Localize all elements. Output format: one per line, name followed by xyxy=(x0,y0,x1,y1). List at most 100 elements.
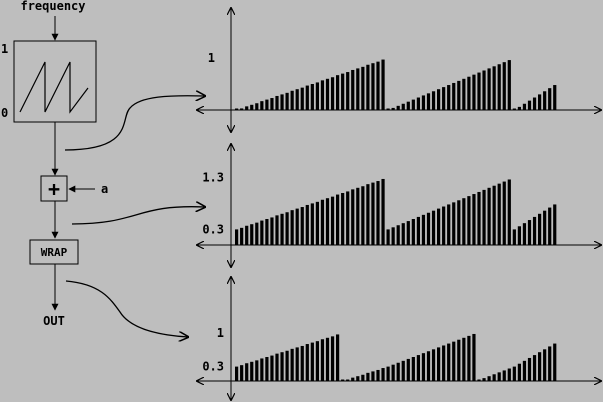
bar xyxy=(371,182,375,245)
bar xyxy=(517,226,521,245)
bar xyxy=(553,85,557,110)
bar xyxy=(452,202,456,245)
bar xyxy=(548,207,552,245)
bar xyxy=(507,179,511,245)
frequency-label: frequency xyxy=(20,0,85,13)
sawtooth-icon xyxy=(19,61,89,114)
bar xyxy=(386,108,390,110)
bar xyxy=(235,366,239,381)
bar xyxy=(517,106,521,110)
oscillator-min-label: 0 xyxy=(1,106,8,120)
bar xyxy=(492,66,496,110)
bar xyxy=(442,206,446,245)
bar xyxy=(265,357,269,381)
plot-after-adding-a: 1.30.3 xyxy=(197,144,601,267)
bar xyxy=(366,372,370,381)
plus-icon: + xyxy=(48,177,60,201)
bar xyxy=(346,72,350,110)
bar xyxy=(442,87,446,110)
bar xyxy=(275,215,279,245)
bar xyxy=(527,220,532,245)
bar xyxy=(401,360,405,381)
bar xyxy=(336,334,340,381)
bar xyxy=(336,75,340,110)
bar xyxy=(502,370,506,381)
bar xyxy=(452,82,456,110)
bar xyxy=(472,333,476,381)
bar xyxy=(255,222,259,245)
bar xyxy=(260,220,264,245)
bar xyxy=(280,213,284,245)
bar xyxy=(245,363,249,381)
bar xyxy=(457,200,461,245)
bar xyxy=(356,68,360,110)
bar xyxy=(290,348,294,381)
bar xyxy=(300,207,304,245)
bar xyxy=(512,229,516,245)
bar xyxy=(245,106,249,110)
bar xyxy=(295,347,299,381)
bar xyxy=(416,97,420,110)
bar xyxy=(265,219,269,245)
adder-input-label: a xyxy=(101,182,108,196)
bar xyxy=(361,66,365,110)
bar xyxy=(411,99,415,110)
bar xyxy=(421,214,426,245)
bar xyxy=(310,84,314,110)
bar xyxy=(361,374,365,381)
bar xyxy=(431,91,436,110)
bar xyxy=(538,352,542,381)
bar xyxy=(270,98,274,110)
bar xyxy=(472,194,476,245)
bar xyxy=(376,61,380,110)
bar xyxy=(240,365,244,381)
bar xyxy=(270,217,274,245)
bar xyxy=(462,337,466,381)
bar xyxy=(512,366,516,381)
bar xyxy=(250,104,254,110)
wrap-box xyxy=(29,239,79,265)
bar xyxy=(538,213,542,245)
bar xyxy=(502,62,506,110)
bar xyxy=(426,93,431,110)
bar xyxy=(290,90,294,110)
bar xyxy=(431,210,436,245)
bar xyxy=(245,225,249,245)
bar xyxy=(280,352,284,381)
bar xyxy=(381,59,385,110)
bar xyxy=(396,362,400,381)
bar xyxy=(421,353,426,381)
bar xyxy=(487,376,491,381)
y-tick-label: 0.3 xyxy=(202,360,224,374)
bar xyxy=(497,183,501,245)
bar xyxy=(285,212,289,245)
bar xyxy=(341,193,345,245)
bar xyxy=(250,361,254,381)
output-label: OUT xyxy=(43,314,65,328)
bar xyxy=(320,199,325,245)
y-tick-label: 1.3 xyxy=(202,170,224,184)
bar xyxy=(477,72,481,110)
connector-oscillator-to-plot1 xyxy=(64,96,205,151)
bar xyxy=(275,353,279,381)
bar xyxy=(426,212,431,245)
bar xyxy=(255,103,259,110)
bar xyxy=(437,208,441,245)
bar xyxy=(305,85,309,110)
bar xyxy=(265,99,269,110)
bar xyxy=(522,360,527,381)
bar xyxy=(371,63,375,110)
connector-wrap-to-plot3 xyxy=(65,280,188,337)
bar xyxy=(512,108,516,110)
bar xyxy=(235,229,239,245)
bar xyxy=(376,181,380,245)
bar xyxy=(492,374,496,381)
bar xyxy=(543,91,547,110)
bar xyxy=(310,203,314,245)
bar xyxy=(260,101,264,110)
bar xyxy=(522,223,527,245)
bar xyxy=(482,378,486,381)
bar xyxy=(527,100,532,110)
bar xyxy=(406,358,410,381)
